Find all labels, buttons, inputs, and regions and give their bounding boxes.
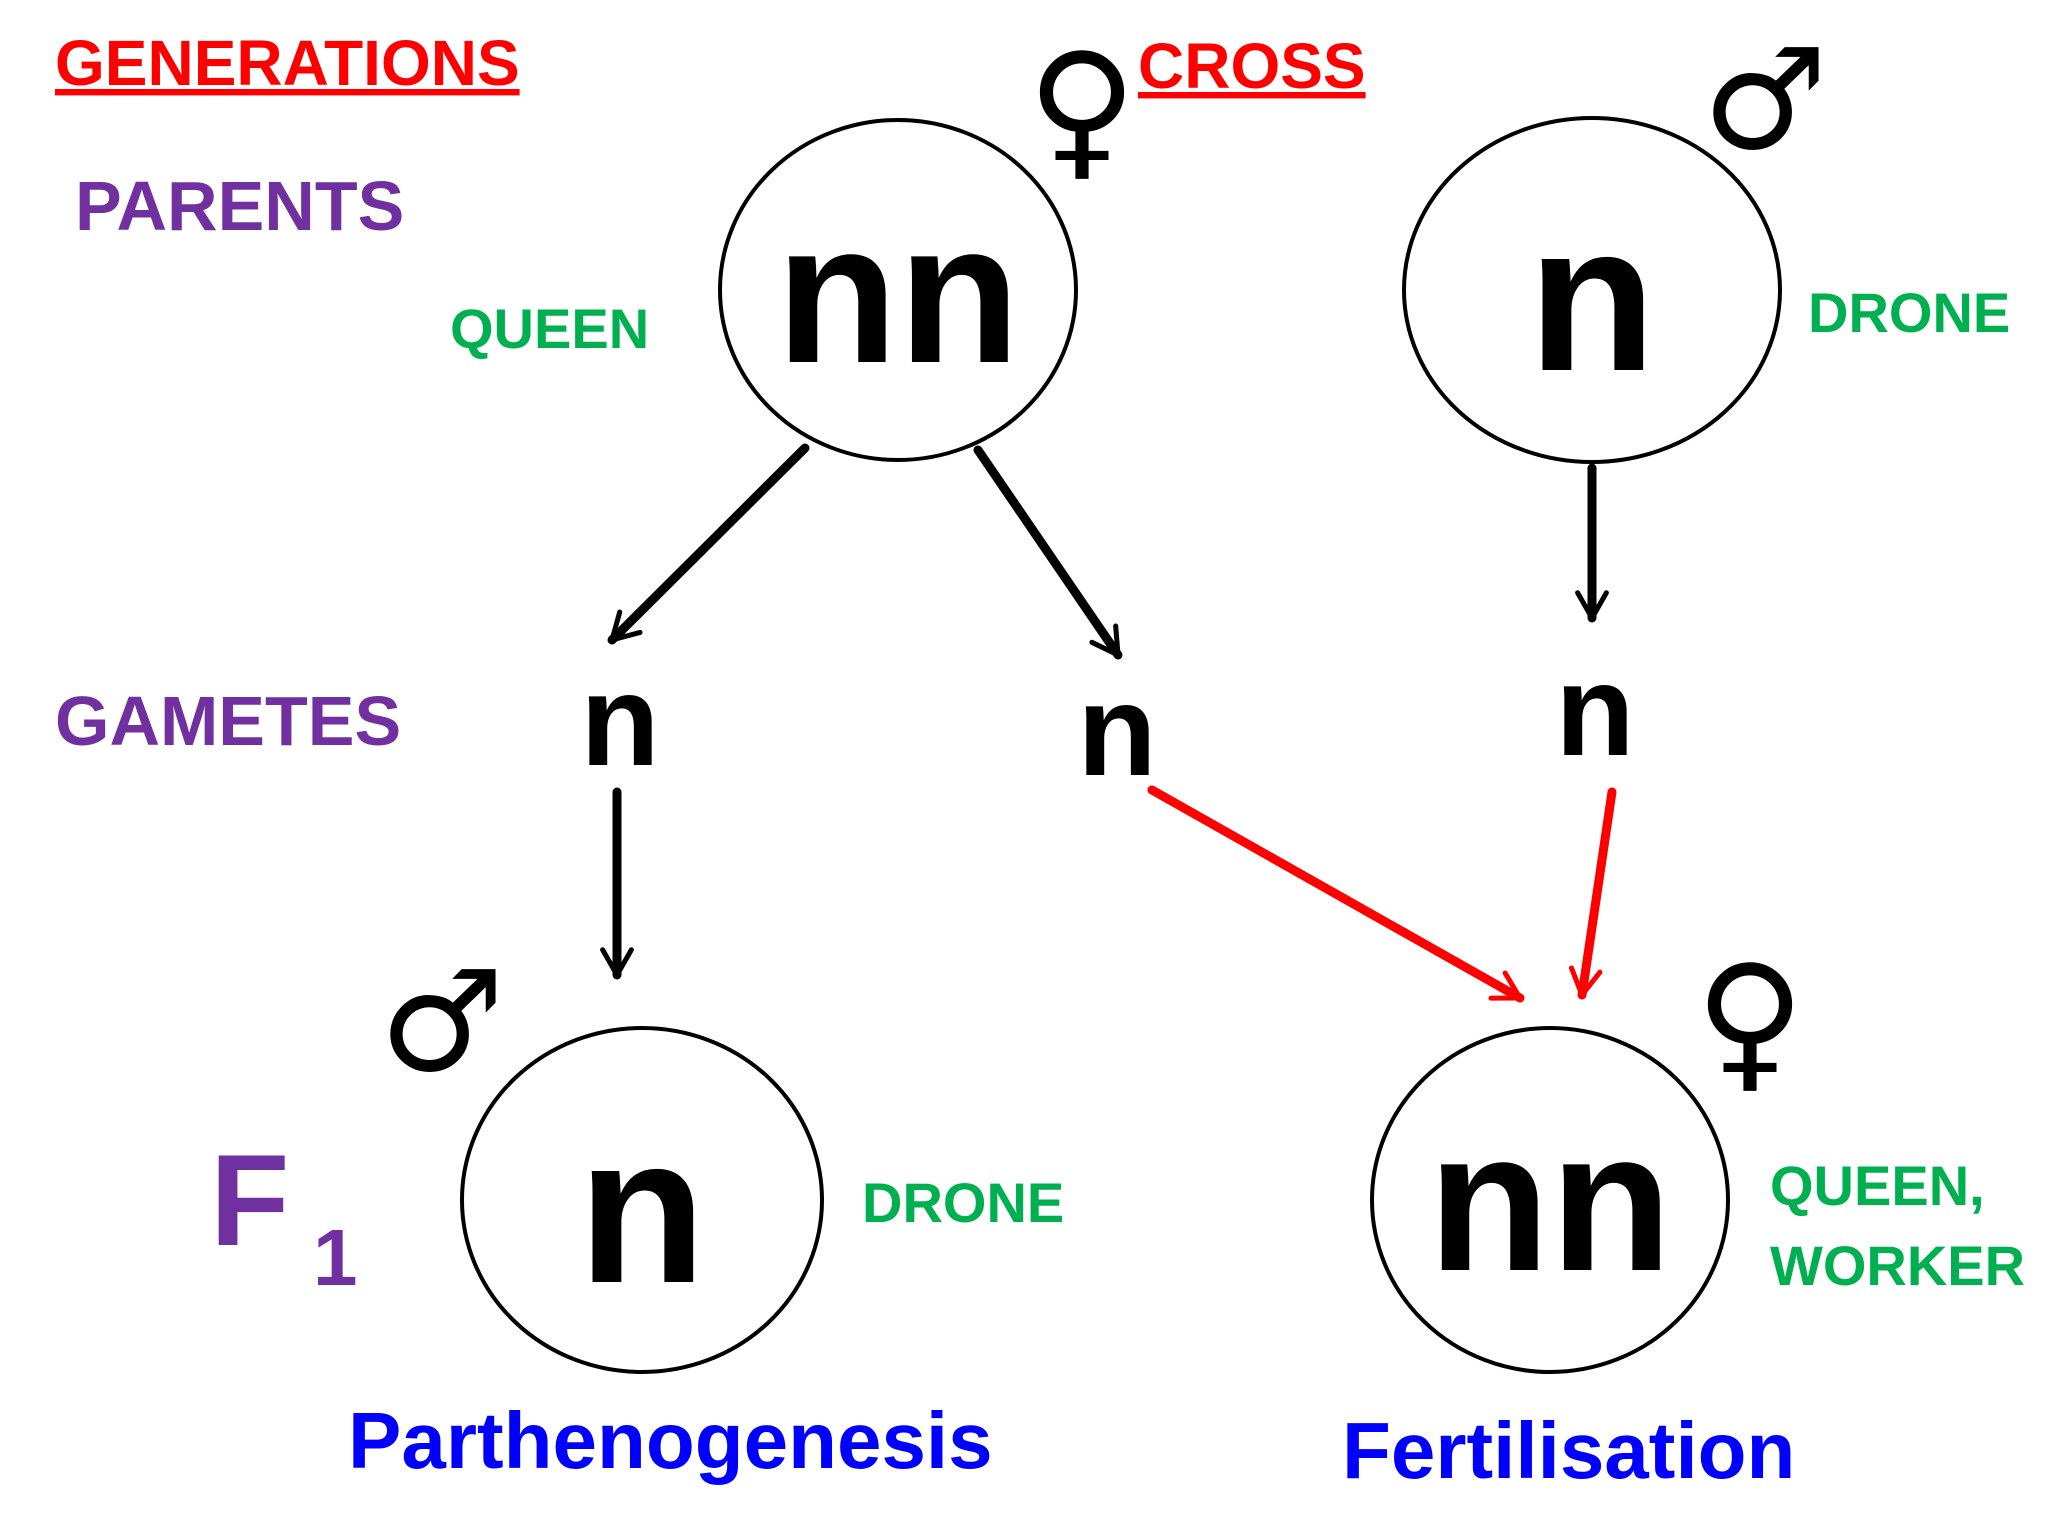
drone-offspring-circle xyxy=(460,1026,824,1374)
queen-gamete-2: n xyxy=(1077,657,1156,803)
drone-offspring-cell: n xyxy=(460,1026,824,1374)
drone-genotype: n xyxy=(1528,180,1656,415)
f1-subscript: 1 xyxy=(313,1213,358,1302)
drone-offspring-caste-label: DRONE xyxy=(862,1171,1064,1234)
drone-offspring-genotype: n xyxy=(578,1092,706,1327)
drone-parent-cell: n xyxy=(1402,116,1782,464)
drone-cell-circle xyxy=(1402,116,1782,464)
queen-genotype: nn xyxy=(776,182,1020,405)
female-offspring-caste-line2: WORKER xyxy=(1770,1234,2025,1297)
queen-parent-cell: nn xyxy=(718,118,1078,462)
queen-caste-label: QUEEN xyxy=(450,297,649,360)
queen-gamete-1: n xyxy=(580,647,659,793)
parents-row-label: PARENTS xyxy=(75,167,404,245)
female-offspring-genotype: nn xyxy=(1428,1090,1672,1313)
drone-gamete: n xyxy=(1555,637,1634,783)
f1-row-label: F xyxy=(210,1127,289,1273)
female-offspring-caste-line1: QUEEN, xyxy=(1770,1154,1985,1217)
drone-caste-label: DRONE xyxy=(1808,281,2010,344)
female-offspring-circle xyxy=(1370,1026,1730,1374)
male-symbol-icon: ♂ xyxy=(1702,19,1828,182)
queen-to-gamete2-arrow xyxy=(973,445,1123,660)
male-offspring-symbol-icon: ♂ xyxy=(379,941,505,1104)
fertilisation-label: Fertilisation xyxy=(1342,1406,1795,1495)
female-offspring-symbol-icon: ♀ xyxy=(1695,934,1805,1108)
parthenogenesis-label: Parthenogenesis xyxy=(348,1396,993,1485)
female-offspring-cell: nn xyxy=(1370,1026,1730,1374)
generations-heading: GENERATIONS xyxy=(55,27,520,99)
queen-cell-circle xyxy=(718,118,1078,462)
queen-to-gamete1-arrow xyxy=(607,443,810,645)
fertilisation-arrow-from-queen xyxy=(1147,785,1525,1003)
fertilisation-arrow-from-drone xyxy=(1568,787,1617,1000)
gametes-row-label: GAMETES xyxy=(55,682,401,760)
cross-heading: CROSS xyxy=(1138,30,1366,102)
female-symbol-icon: ♀ xyxy=(1027,22,1137,196)
